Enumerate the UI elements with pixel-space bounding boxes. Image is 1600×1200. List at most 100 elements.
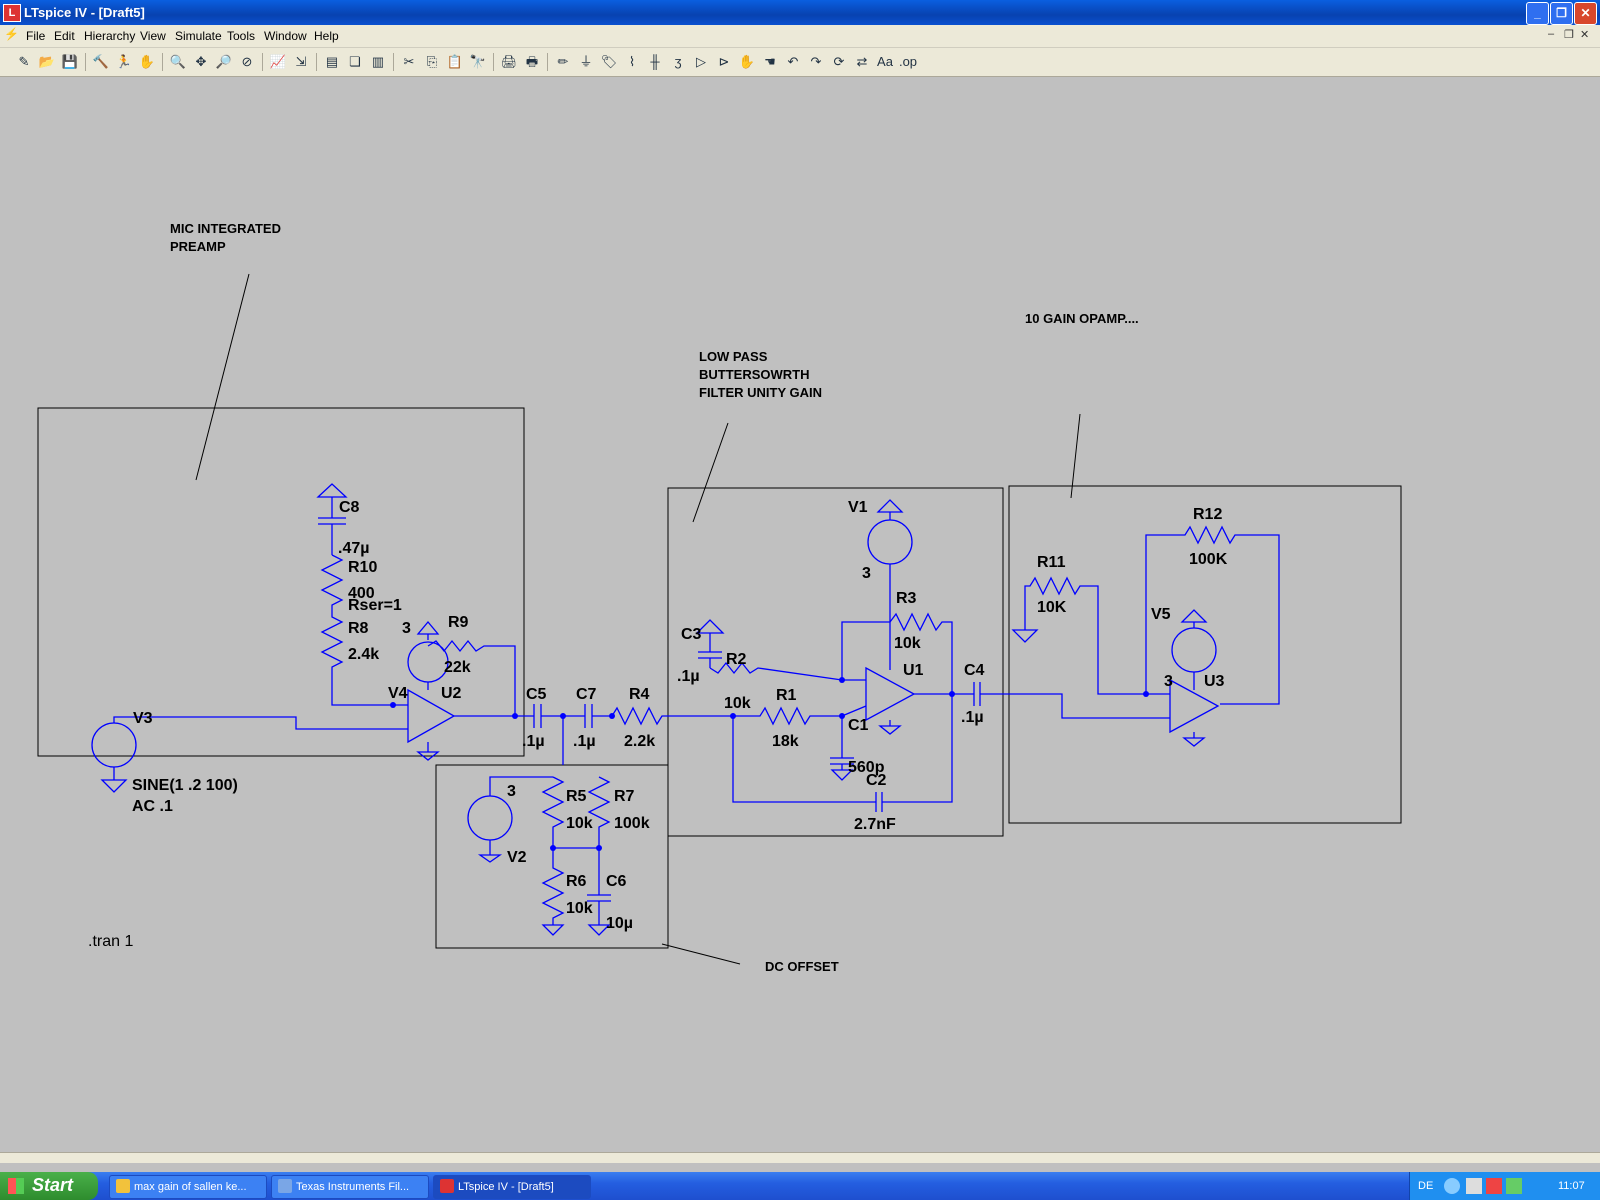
undo-icon[interactable]: ↶ [787, 54, 799, 69]
value-V3: SINE(1 .2 100) [132, 777, 238, 794]
zoom-out-icon[interactable]: 🔎 [215, 54, 233, 69]
save-icon[interactable]: 💾 [61, 54, 79, 69]
value-R6: 10k [566, 900, 593, 917]
value-V1: 3 [862, 565, 871, 582]
autorange-icon[interactable]: ⇲ [295, 54, 307, 69]
note-lowpass-1: LOW PASS [699, 349, 768, 364]
zoom-cancel-icon[interactable]: ⊘ [241, 54, 253, 69]
move-icon[interactable]: ✋ [738, 54, 756, 69]
resistor-icon[interactable]: ⌇ [628, 54, 636, 69]
label-C5: C5 [526, 686, 547, 703]
label-V1: V1 [848, 499, 868, 516]
toolbar-separator [547, 53, 548, 71]
close-button[interactable]: ✕ [1574, 2, 1597, 25]
print-setup-icon[interactable]: 🖨 [500, 54, 518, 69]
clock[interactable]: 11:07 [1558, 1180, 1585, 1192]
spice-directive: .tran 1 [88, 933, 133, 950]
redo-icon[interactable]: ↷ [810, 54, 822, 69]
task-ti-filter[interactable]: Texas Instruments Fil... [271, 1175, 429, 1199]
menu-hierarchy[interactable]: Hierarchy [84, 29, 136, 43]
mirror-icon[interactable]: ⇄ [856, 54, 868, 69]
schematic-canvas[interactable]: MIC INTEGRATED PREAMP LOW PASS BUTTERSOW… [0, 77, 1600, 1152]
spice-directive-icon[interactable]: .op [898, 54, 918, 69]
pan-icon[interactable]: ✥ [195, 54, 207, 69]
value-R5: 10k [566, 815, 593, 832]
mdi-icon[interactable]: ⚡ [4, 27, 19, 41]
menu-edit[interactable]: Edit [54, 29, 75, 43]
inductor-icon[interactable]: ʒ [674, 54, 682, 69]
cascade-icon[interactable]: ❏ [349, 54, 361, 69]
halt-icon[interactable]: ✋ [138, 54, 156, 69]
label-V3: V3 [133, 710, 153, 727]
horizontal-scrollbar[interactable] [0, 1152, 1600, 1163]
menu-tools[interactable]: Tools [227, 29, 256, 43]
new-schematic-icon[interactable]: ✎ [18, 54, 30, 69]
tile-vertical-icon[interactable]: ▥ [371, 54, 385, 69]
value-R8: 2.4k [348, 646, 379, 663]
open-icon[interactable]: 📂 [38, 54, 56, 69]
tray-expand-icon[interactable] [1444, 1178, 1460, 1194]
start-button[interactable]: Start [0, 1172, 98, 1200]
copy-icon[interactable]: ⎘ [426, 54, 438, 69]
menu-help[interactable]: Help [314, 29, 339, 43]
value-V5: 3 [1164, 673, 1173, 690]
menu-file[interactable]: File [26, 29, 46, 43]
value-R2: 10k [724, 695, 751, 712]
note-gain10: 10 GAIN OPAMP.... [1025, 311, 1139, 326]
label-C1: C1 [848, 717, 869, 734]
label-R2: R2 [726, 651, 747, 668]
paste-icon[interactable]: 📋 [446, 54, 464, 69]
menu-window[interactable]: Window [264, 29, 307, 43]
task-browser[interactable]: max gain of sallen ke... [109, 1175, 267, 1199]
mdi-restore-button[interactable]: ❐ [1564, 29, 1574, 41]
cut-icon[interactable]: ✂ [403, 54, 415, 69]
label-R1: R1 [776, 687, 797, 704]
task-ltspice[interactable]: LTspice IV - [Draft5] [433, 1175, 591, 1199]
value-R4: 2.2k [624, 733, 655, 750]
mdi-close-button[interactable]: ✕ [1580, 29, 1590, 41]
text-icon[interactable]: Aa [877, 54, 893, 69]
zoom-in-icon[interactable]: 🔍 [169, 54, 187, 69]
waveform-icon[interactable]: 📈 [269, 54, 287, 69]
minimize-button[interactable]: _ [1526, 2, 1549, 25]
signal-icon[interactable] [1506, 1178, 1522, 1194]
value-C8: .47µ [338, 540, 369, 557]
toolbar-separator [262, 53, 263, 71]
security-icon[interactable] [1486, 1178, 1502, 1194]
component-icon[interactable]: ⊳ [718, 54, 730, 69]
label-C6: C6 [606, 873, 627, 890]
value-C5: .1µ [522, 733, 545, 750]
draw-wire-icon[interactable]: ✏ [557, 54, 569, 69]
diode-icon[interactable]: ▷ [696, 54, 706, 69]
value-R1: 18k [772, 733, 799, 750]
restore-button[interactable]: ❐ [1550, 2, 1573, 25]
rotate-icon[interactable]: ⟳ [833, 54, 845, 69]
menu-view[interactable]: View [140, 29, 166, 43]
label-U3: U3 [1204, 673, 1225, 690]
drag-icon[interactable]: ☚ [764, 54, 776, 69]
value-R11: 10K [1037, 599, 1067, 616]
find-icon[interactable]: 🔭 [469, 54, 487, 69]
note-mic-preamp-1: MIC INTEGRATED [170, 221, 281, 236]
value-V2: 3 [507, 783, 516, 800]
mdi-minimize-button[interactable]: – [1548, 28, 1555, 40]
capacitor-icon[interactable]: ╫ [650, 54, 660, 69]
rser-R10: Rser=1 [348, 597, 402, 614]
label-V5: V5 [1151, 606, 1171, 623]
window-title: LTspice IV - [Draft5] [24, 5, 145, 20]
note-lowpass-2: BUTTERSOWRTH [699, 367, 810, 382]
ground-icon[interactable]: ⏚ [579, 54, 593, 69]
value-C7: .1µ [573, 733, 596, 750]
print-icon[interactable]: 🖶 [525, 54, 539, 69]
network-icon[interactable] [1466, 1178, 1482, 1194]
label-V4: V4 [388, 685, 408, 702]
label-net-icon[interactable]: 🏷 [600, 54, 618, 69]
menu-simulate[interactable]: Simulate [175, 29, 222, 43]
language-indicator[interactable]: DE [1418, 1180, 1434, 1192]
tile-horizontal-icon[interactable]: ▤ [325, 54, 339, 69]
start-label: Start [32, 1175, 74, 1195]
taskbar: Start max gain of sallen ke... Texas Ins… [0, 1172, 1600, 1200]
control-panel-icon[interactable]: 🔨 [92, 54, 110, 69]
run-icon[interactable]: 🏃 [115, 54, 133, 69]
schematic[interactable]: MIC INTEGRATED PREAMP LOW PASS BUTTERSOW… [0, 77, 1600, 1152]
